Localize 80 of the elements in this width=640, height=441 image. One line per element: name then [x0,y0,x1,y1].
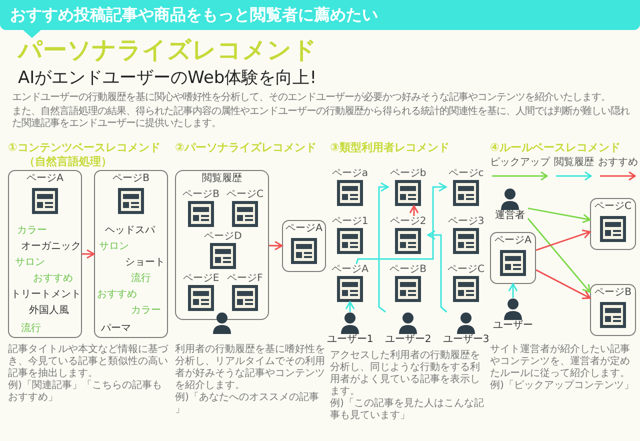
page-label: ページB [182,189,220,200]
user-label: 運営者 [495,210,525,222]
user-label: ユーザー2 [384,334,432,346]
arrow [356,182,447,264]
subtitle: AIがエンドユーザーのWeb体験を向上! [18,68,317,88]
keyword-text: 流行 [131,273,151,285]
example-text: 例)「関連記事」「こちらの記事もおすすめ」 [8,380,163,404]
page-card [282,220,326,272]
page-card [8,170,82,338]
description: また、自然言語処理の結果、得られた記事内容の属性やエンドユーザーの行動履歴から得られる統計的関連性を基に、人間では判断が難しい隠れた関連記事をエンドユーザーに提供いたします。 [12,106,631,130]
panel-title: 閲覧履歴 [201,173,243,185]
page-label: ページa [332,168,368,179]
keyword-text: ショート [125,257,165,269]
keyword-text: サロン [99,241,129,253]
example-text: 例)「あなたへのオススメの記事」 [175,392,320,416]
user-label: ユーザー3 [442,334,490,346]
legend-text: 閲覧履歴 [554,157,594,169]
arrow [528,208,591,224]
section-heading: ④ルールベースレコメンド [490,141,620,154]
arrow [378,182,389,313]
keyword-text: 流行 [21,323,41,335]
page-label: ページ3 [448,216,484,227]
arrow [345,301,355,312]
page-label: ページF [227,273,263,284]
page-label: ページE [182,273,220,284]
section-heading: ③類型利用者レコメンド [330,141,450,154]
page-card [490,232,536,284]
page-title: ページA [494,235,532,247]
page-label: ページb [390,168,426,179]
page-title-text: パーソナライズレコメンド [18,36,317,64]
keyword-text: 外国人風 [29,305,69,317]
page-card [590,198,636,250]
caption: 利用者の行動履歴を基に嗜好性を分析し、リアルタイムでその利用者が好みそうな記事やコンテンツを紹介します。 [175,344,326,392]
arrow [409,205,419,216]
keyword-text: パーマ [101,323,131,335]
section-subheading: （自然言語処理） [24,155,112,168]
keyword-text: おすすめ [33,273,73,285]
page-card [590,284,636,336]
user-label: ユーザー [493,320,533,332]
description: エンドユーザーの行動履歴を基に関心や嗜好性を分析して、そのエンドユーザーが必要かつ好みそうな記事やコンテンツを紹介いたします。 [12,92,612,104]
arrow [508,283,518,298]
page-label: ページ2 [390,216,426,227]
banner-title: おすすめ投稿記事や商品をもっと閲覧者に薦めたい [10,6,378,24]
page-card [94,170,168,338]
example-text: 例)「ピックアップコンテンツ」 [490,380,635,392]
page-title: ページB [112,173,150,185]
page-label: ページB [390,264,426,275]
keyword-text: ヘッドスパ [105,225,155,237]
keyword-text: おすすめ [97,289,137,301]
keyword-text: カラー [17,225,47,237]
page-title: ページB [594,287,632,299]
page-title: ページC [594,201,632,213]
keyword-text: サロン [15,257,45,269]
legend-text: おすすめ [598,157,638,169]
page-label: ページc [448,168,484,179]
history-panel [175,170,269,320]
legend-text: ピックアップ [490,157,550,169]
keyword-text: トリートメント [11,289,81,301]
caption: 記事タイトルや本文など情報に基づき、今見ている記事と類似性の高い記事を抽出します。 [8,344,170,380]
arrow [269,240,283,250]
caption: サイト運営者が紹介したい記事やコンテンツを、運営者が定めたルールに従って紹介します。 [490,344,631,380]
keyword-text: オーガニック [21,241,81,253]
example-text: 例)「この記事を見た人はこんな記事も見ています」 [330,398,485,422]
page-label: ページD [204,231,242,242]
page-label: ページ1 [332,216,368,227]
page-label: ページC [448,264,484,275]
arrow [536,230,591,251]
caption: アクセスした利用者の行動履歴を分析し、同じような行動をする利用者がよく見ている記事を表示します。 [330,350,481,398]
arrow [82,249,95,259]
section-heading: ①コンテンツベースレコメンド [8,141,160,154]
arrow [427,230,448,313]
page-title: ページA [26,173,64,185]
keyword-text: カラー [131,305,161,317]
arrow [536,269,591,300]
page-title: ページA [284,223,324,235]
user-label: ユーザー1 [326,334,374,346]
page-label: ページC [226,189,264,200]
page-label: ページA [332,264,368,275]
section-heading: ②パーソナライズレコメンド [175,141,316,154]
arrow [527,218,591,293]
